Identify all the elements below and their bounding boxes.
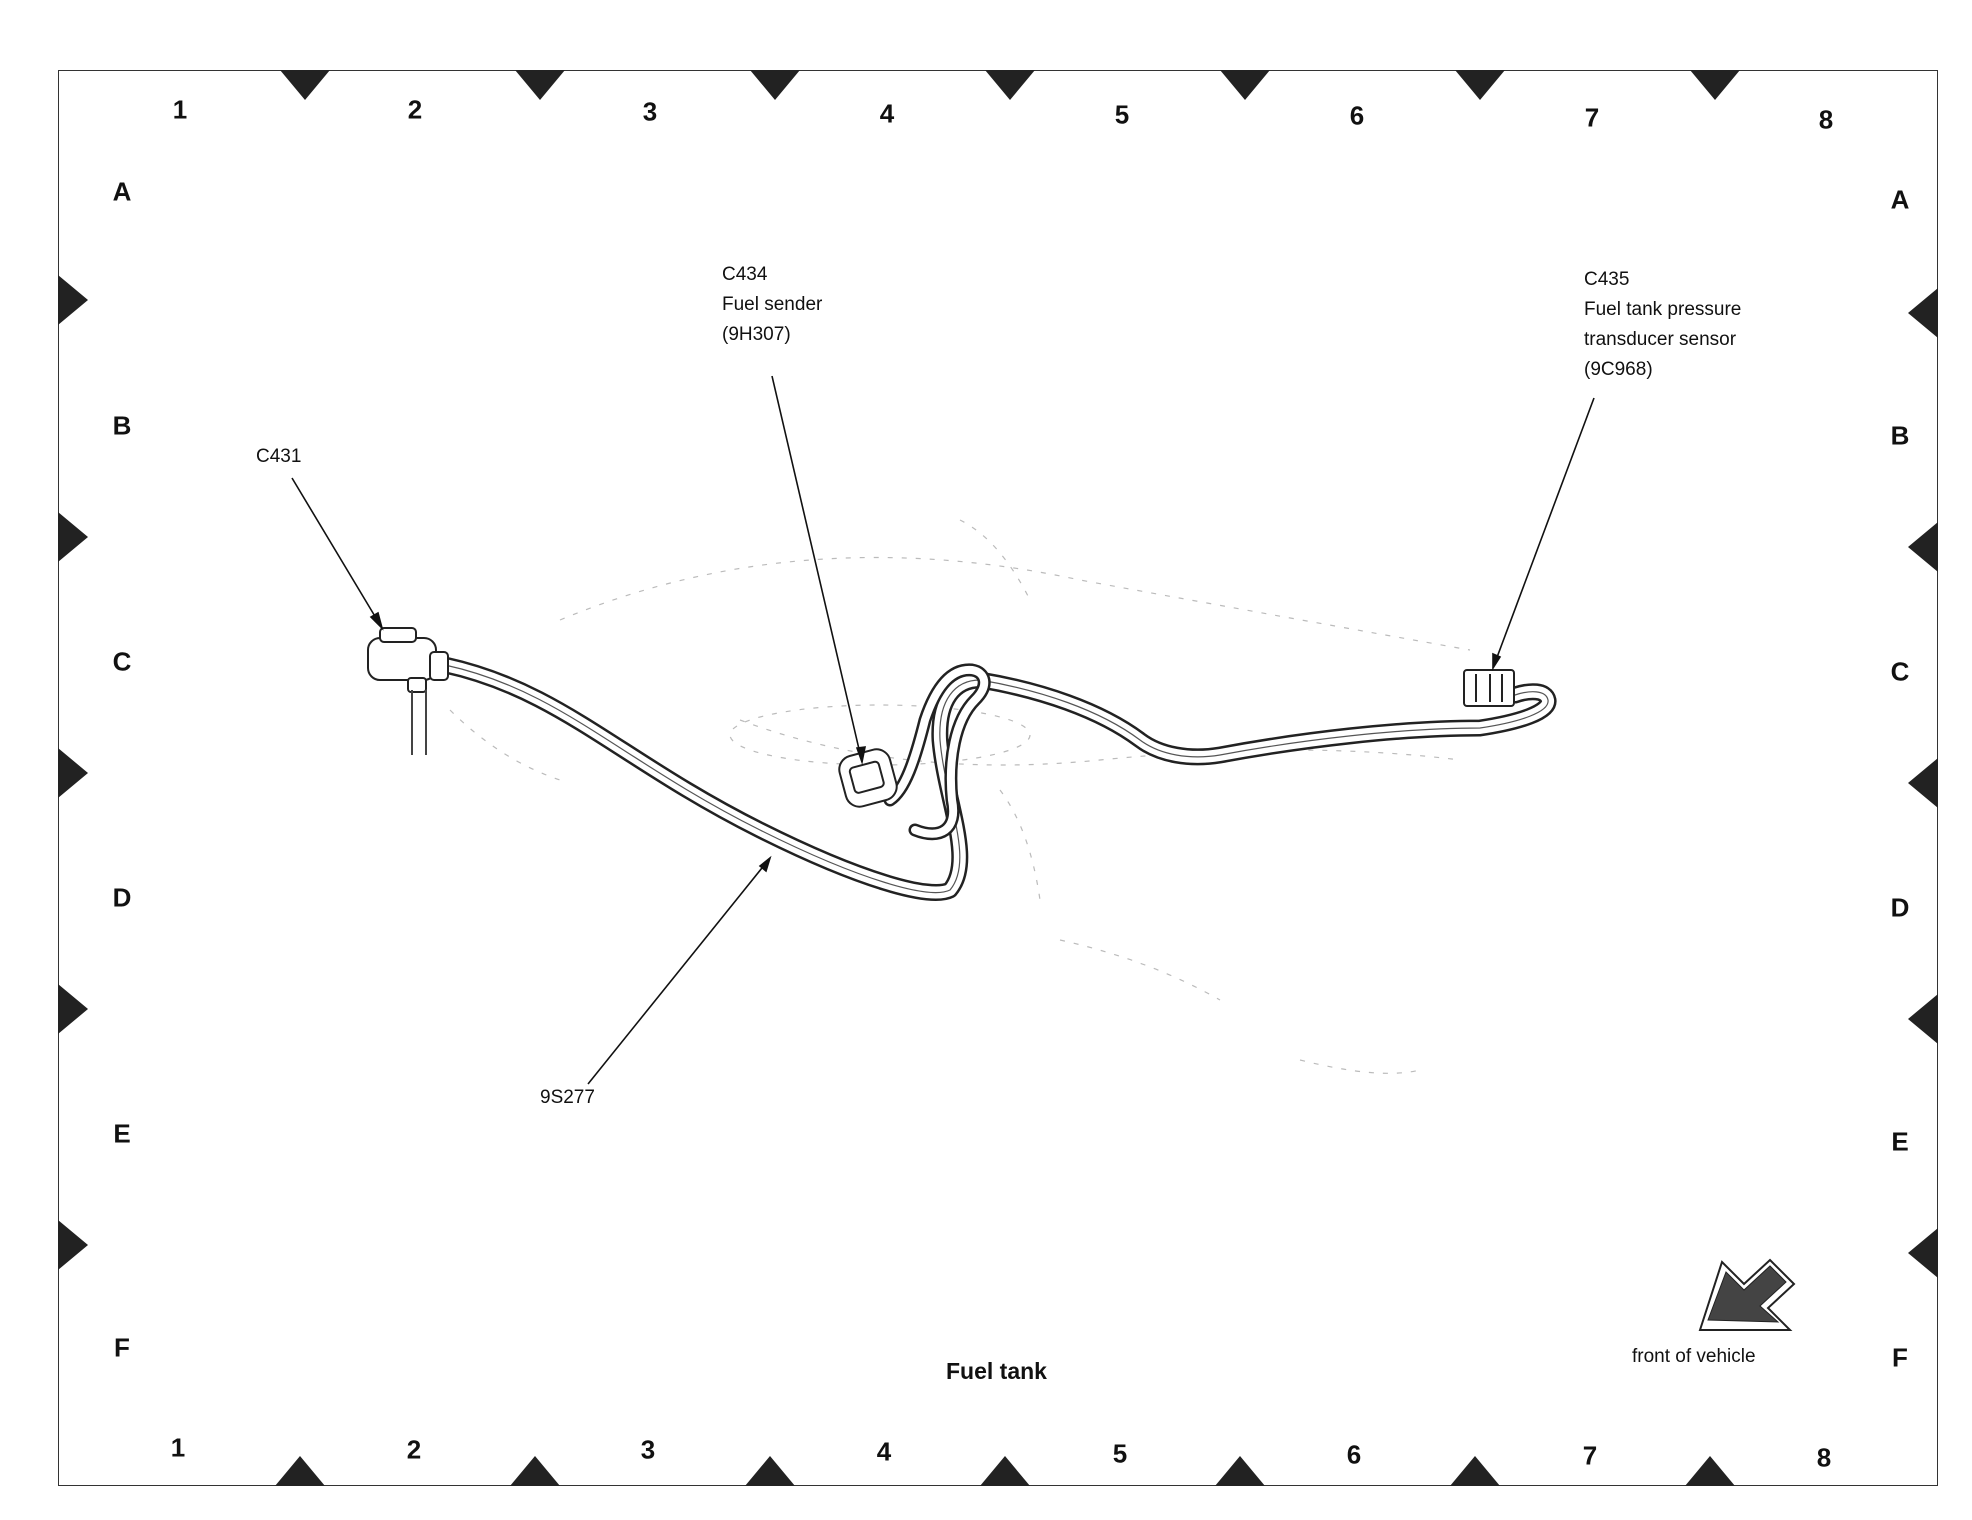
grid-col-top-4: 4 — [879, 98, 895, 129]
callout-c434-id: C434 — [722, 264, 768, 285]
front-of-vehicle-label: front of vehicle — [1632, 1346, 1756, 1367]
callout-c435-name-line1: Fuel tank pressure — [1584, 299, 1742, 320]
callout-c434: C434 Fuel sender (9H307) — [722, 260, 822, 350]
connector-c435 — [1463, 669, 1515, 707]
grid-col-bottom-7: 7 — [1582, 1440, 1598, 1471]
grid-markers-left — [58, 275, 88, 1270]
grid-col-top-8: 8 — [1818, 104, 1834, 135]
grid-row-right-b: B — [1890, 420, 1910, 451]
callout-c434-name: Fuel sender — [722, 294, 823, 315]
grid-markers-bottom — [275, 1456, 1735, 1486]
diagram-caption: Fuel tank — [946, 1358, 1047, 1384]
grid-row-left-c: C — [112, 646, 132, 677]
grid-row-right-c: C — [1890, 656, 1910, 687]
grid-row-right-e: E — [1891, 1126, 1909, 1157]
callout-c435-id: C435 — [1584, 269, 1630, 290]
wiring-harness — [436, 656, 1557, 901]
grid-row-left-e: E — [113, 1118, 131, 1149]
grid-col-bottom-2: 2 — [406, 1434, 422, 1465]
callout-c435: C435 Fuel tank pressure transducer senso… — [1584, 265, 1741, 385]
connector-c434 — [838, 748, 898, 808]
callout-c435-name-line2: transducer sensor — [1584, 329, 1737, 350]
grid-col-bottom-5: 5 — [1112, 1438, 1128, 1469]
grid-col-bottom-1: 1 — [170, 1432, 186, 1463]
callout-harness: 9S277 — [540, 1087, 595, 1108]
grid-col-top-3: 3 — [642, 96, 658, 127]
grid-col-bottom-8: 8 — [1816, 1442, 1832, 1473]
grid-col-top-5: 5 — [1114, 99, 1130, 130]
grid-col-bottom-4: 4 — [876, 1436, 892, 1467]
fuel-tank-outline — [449, 519, 1471, 1074]
grid-row-left-f: F — [114, 1332, 130, 1363]
grid-row-left-a: A — [112, 176, 132, 207]
grid-row-left-b: B — [112, 410, 132, 441]
front-arrow-icon — [1698, 1258, 1796, 1331]
grid-row-right-d: D — [1890, 892, 1910, 923]
callout-c434-part: (9H307) — [722, 324, 791, 345]
grid-col-top-1: 1 — [172, 94, 188, 125]
grid-row-left-d: D — [112, 882, 132, 913]
grid-row-right-a: A — [1890, 184, 1910, 215]
leader-lines — [291, 375, 1595, 1085]
grid-col-top-6: 6 — [1349, 100, 1365, 131]
grid-markers-top — [280, 70, 1740, 100]
callout-c435-part: (9C968) — [1584, 359, 1653, 380]
grid-col-bottom-3: 3 — [640, 1434, 656, 1465]
connector-c431 — [367, 627, 449, 755]
grid-col-top-2: 2 — [407, 94, 423, 125]
grid-markers-right — [1908, 288, 1938, 1278]
grid-col-top-7: 7 — [1584, 102, 1600, 133]
grid-col-bottom-6: 6 — [1346, 1439, 1362, 1470]
callout-c431: C431 — [256, 446, 302, 467]
grid-row-right-f: F — [1892, 1342, 1908, 1373]
